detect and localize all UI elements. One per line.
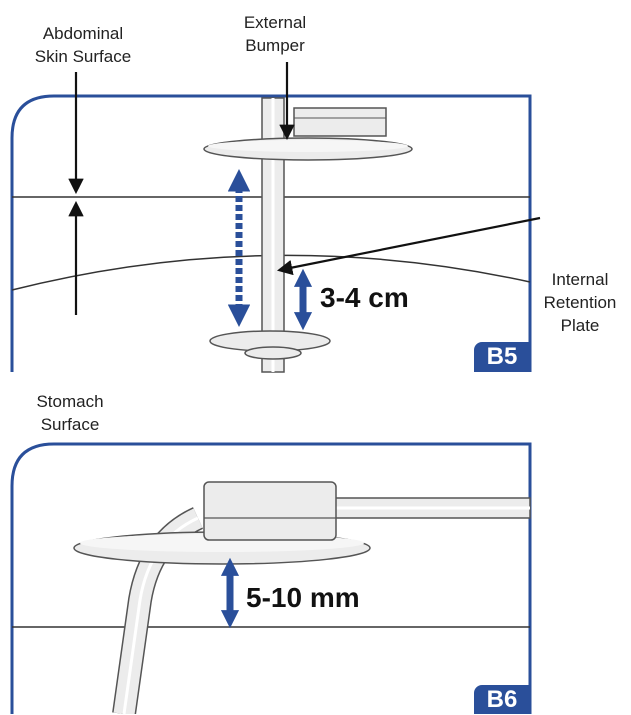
internal-retention-plate	[209, 330, 331, 360]
measurement-b6: 5-10 mm	[246, 582, 360, 613]
button-housing	[203, 481, 337, 541]
external-bumper-label: External Bumper	[243, 13, 307, 55]
panel-b5-frame	[10, 94, 532, 372]
badge-b5: B5	[474, 342, 530, 372]
abdominal-skin-surface-label: Abdominal Skin Surface	[34, 24, 132, 66]
panel-b6	[10, 442, 532, 714]
panel-b5	[10, 94, 532, 373]
external-bumper	[203, 107, 413, 161]
retention-plate-arrow	[276, 216, 541, 276]
measurement-b5: 3-4 cm	[320, 282, 409, 313]
badge-b6: B6	[474, 685, 530, 714]
internal-retention-plate-label: Internal Retention Plate	[543, 270, 617, 335]
stomach-surface-label: Stomach Surface	[36, 392, 104, 434]
panel-b6-frame	[10, 442, 532, 714]
